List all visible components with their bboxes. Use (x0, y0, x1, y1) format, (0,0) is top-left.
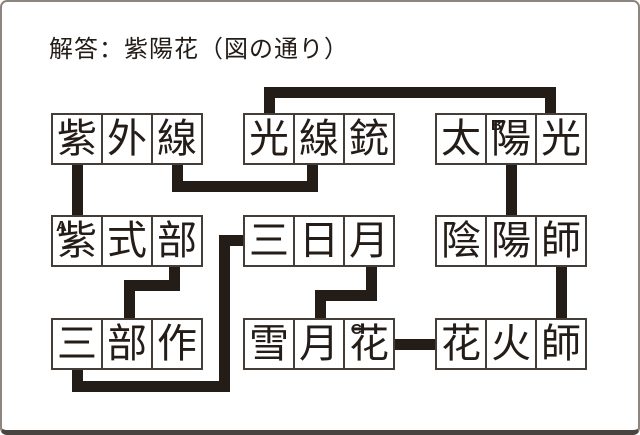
connector-sen-right-vertical (307, 163, 318, 189)
kanji: 火 (491, 322, 531, 366)
connector-san-bottom-horizontal (72, 381, 230, 392)
kanji: 式 (107, 219, 147, 263)
connector-hikari-top-horizontal (264, 87, 556, 98)
connector-bu-horizontal (124, 280, 180, 291)
kanji-cell: 三 (51, 318, 103, 370)
kanji: 陰 (441, 219, 481, 263)
connector-tsuki-upper-vertical (366, 265, 377, 301)
marker-letter-c: C (351, 321, 362, 338)
kanji: 師 (541, 322, 581, 366)
kanji-cell: 作 (151, 318, 203, 370)
kanji: 線 (299, 117, 339, 161)
marker-letter-a: A (56, 218, 67, 235)
kanji: 光 (541, 117, 581, 161)
kanji: 月 (299, 322, 339, 366)
word-shigaisen: 紫 外 線 (51, 113, 203, 165)
kanji: 雪 (249, 322, 289, 366)
kanji-cell: 紫 (51, 113, 103, 165)
connector-tsuki-horizontal (315, 290, 377, 301)
connector-hikari-right-vertical (545, 87, 556, 115)
connector-bu-upper-vertical (169, 265, 180, 291)
kanji-cell: 火 (485, 318, 537, 370)
kanji-cell: 陰 (435, 215, 487, 267)
kanji-cell: 月 (293, 318, 345, 370)
kanji: 日 (299, 219, 339, 263)
kanji: 線 (157, 117, 197, 161)
kanji: 光 (249, 117, 289, 161)
kanji: 花 (349, 322, 389, 366)
connector-tsuki-lower-vertical (315, 290, 326, 320)
word-murasakishikibu: A 紫 式 部 (51, 215, 203, 267)
kanji-cell-marked: B 陽 (485, 113, 537, 165)
kanji-cell: 月 (343, 215, 395, 267)
connector-sen-left-vertical (172, 163, 183, 189)
kanji: 月 (349, 219, 389, 263)
word-taiyoukou: 太 B 陽 光 (435, 113, 587, 165)
kanji-cell: 部 (151, 215, 203, 267)
kanji: 陽 (491, 219, 531, 263)
connector-san-right-vertical (219, 235, 230, 392)
word-onmyouji: 陰 陽 師 (435, 215, 587, 267)
kanji: 三 (249, 219, 289, 263)
kanji-cell: 太 (435, 113, 487, 165)
kanji-cell: 花 (435, 318, 487, 370)
connector-shi-vertical (556, 265, 567, 320)
kanji: 太 (441, 117, 481, 161)
kanji-cell-marked: A 紫 (51, 215, 103, 267)
connector-bu-lower-vertical (124, 280, 135, 320)
word-setsugekka: 雪 月 C 花 (243, 318, 395, 370)
word-kousenjuu: 光 線 銃 (243, 113, 395, 165)
kanji-cell: 日 (293, 215, 345, 267)
kanji-cell: 三 (243, 215, 295, 267)
kanji-cell: 線 (293, 113, 345, 165)
kanji-cell: 光 (243, 113, 295, 165)
kanji: 紫 (57, 117, 97, 161)
connector-san-left-vertical (72, 366, 83, 392)
kanji-cell: 外 (101, 113, 153, 165)
connector-hana-horizontal (393, 339, 437, 350)
connector-hikari-left-vertical (264, 87, 275, 115)
connector-you-vertical (506, 163, 517, 217)
connector-san-stub-horizontal (219, 235, 245, 246)
word-mikazuki: 三 日 月 (243, 215, 395, 267)
kanji-cell: 陽 (485, 215, 537, 267)
kanji: 作 (157, 322, 197, 366)
kanji-cell: 線 (151, 113, 203, 165)
kanji-cell: 式 (101, 215, 153, 267)
connector-sen-horizontal (172, 181, 318, 192)
word-hanabishi: 花 火 師 (435, 318, 587, 370)
kanji-cell: 銃 (343, 113, 395, 165)
kanji: 部 (107, 322, 147, 366)
kanji: 花 (441, 322, 481, 366)
kanji-cell-marked: C 花 (343, 318, 395, 370)
kanji-cell: 部 (101, 318, 153, 370)
kanji: 師 (541, 219, 581, 263)
kanji: 陽 (491, 117, 531, 161)
answer-title: 解答：紫陽花（図の通り） (49, 36, 349, 63)
kanji: 三 (57, 322, 97, 366)
kanji-cell: 雪 (243, 318, 295, 370)
connector-murasaki-vertical (72, 163, 83, 217)
kanji-cell: 師 (535, 318, 587, 370)
kanji-cell: 師 (535, 215, 587, 267)
marker-letter-b: B (491, 117, 502, 134)
word-sanbusaku: 三 部 作 (51, 318, 203, 370)
kanji: 銃 (349, 117, 389, 161)
kanji-cell: 光 (535, 113, 587, 165)
kanji: 部 (157, 219, 197, 263)
kanji: 外 (107, 117, 147, 161)
kanji: 紫 (57, 219, 97, 263)
